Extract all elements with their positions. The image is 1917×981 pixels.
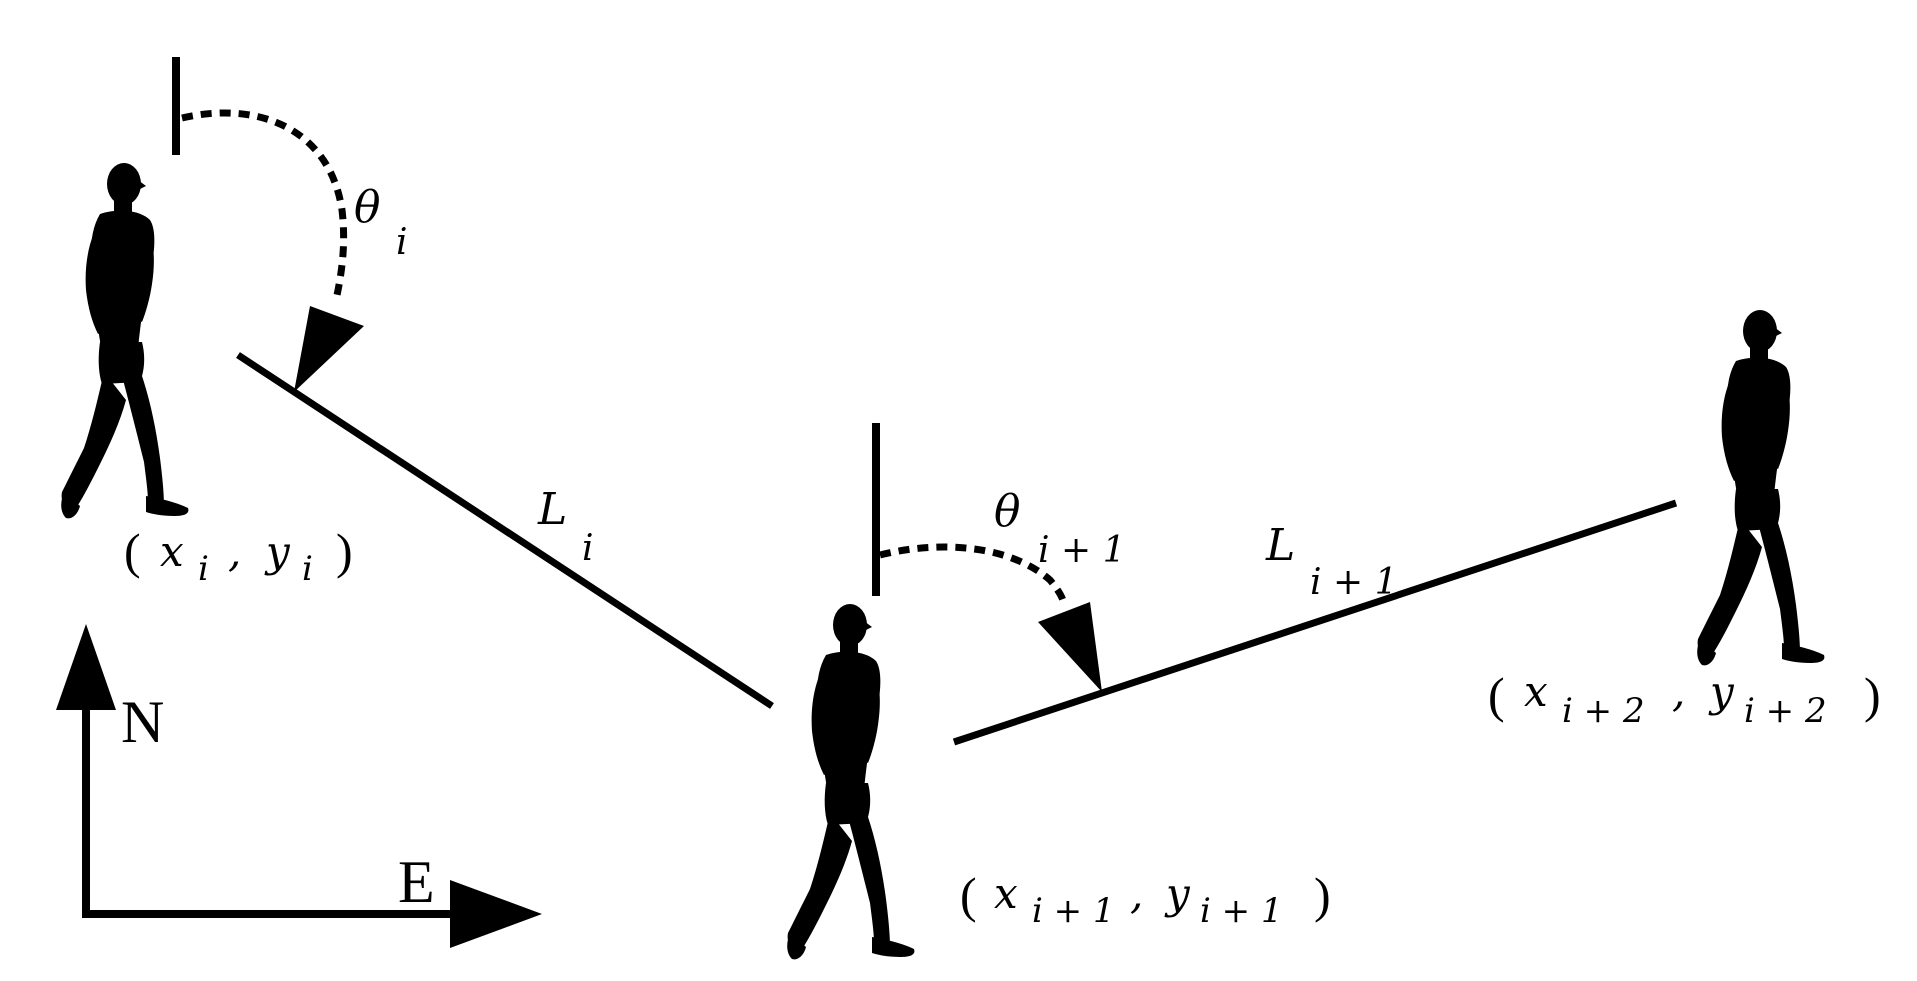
- path-segment-2: [952, 499, 1678, 746]
- heading-arc-1: [181, 109, 348, 301]
- svg-text:i + 1: i + 1: [1038, 530, 1125, 571]
- svg-text:x: x: [994, 869, 1018, 918]
- compass-east-label: E: [398, 849, 435, 915]
- svg-text:,: ,: [1130, 869, 1143, 918]
- heading-arc-2: [879, 543, 1068, 607]
- svg-text:i: i: [198, 549, 209, 589]
- svg-text:i + 1: i + 1: [1032, 891, 1115, 931]
- svg-text:i + 1: i + 1: [1310, 562, 1397, 603]
- position-label-3: ( x i + 2 , y i + 2 ): [1488, 667, 1881, 731]
- svg-text:θ: θ: [354, 182, 381, 233]
- svg-text:x: x: [160, 527, 184, 576]
- svg-text:): ): [1864, 667, 1881, 723]
- svg-text:i + 2: i + 2: [1562, 691, 1645, 731]
- svg-text:i: i: [396, 222, 408, 263]
- compass-north-label: N: [121, 689, 164, 755]
- compass: N E: [56, 624, 542, 948]
- compass-north-arrowhead: [56, 624, 116, 710]
- svg-text:,: ,: [1672, 667, 1685, 716]
- svg-text:i + 1: i + 1: [1200, 891, 1283, 931]
- position-label-2: ( x i + 1 , y i + 1 ): [960, 867, 1331, 931]
- svg-text:i: i: [582, 528, 594, 569]
- svg-text:y: y: [1708, 667, 1735, 716]
- svg-text:x: x: [1524, 667, 1548, 716]
- svg-text:L: L: [1265, 520, 1295, 571]
- compass-east-arrowhead: [450, 880, 542, 948]
- heading-arrowhead-2: [1038, 602, 1102, 692]
- path-segment-1: [236, 352, 774, 709]
- walker-3-silhouette: [1697, 310, 1825, 666]
- svg-text:): ): [1314, 867, 1331, 923]
- svg-text:i: i: [302, 549, 313, 589]
- svg-text:i + 2: i + 2: [1744, 691, 1827, 731]
- svg-text:θ: θ: [994, 486, 1021, 537]
- svg-text:(: (: [1488, 667, 1505, 723]
- svg-text:y: y: [1164, 869, 1191, 918]
- svg-text:y: y: [264, 527, 291, 576]
- svg-text:,: ,: [228, 527, 241, 576]
- walker-1-silhouette: [61, 163, 189, 519]
- svg-text:(: (: [124, 523, 141, 579]
- svg-text:): ): [336, 523, 353, 579]
- segment-label-1: L i: [537, 484, 594, 569]
- walker-2-silhouette: [787, 604, 915, 960]
- svg-text:(: (: [960, 867, 977, 923]
- heading-label-2: θ i + 1: [994, 486, 1125, 571]
- heading-label-1: θ i: [354, 182, 408, 263]
- position-label-1: ( x i , y i ): [124, 523, 353, 589]
- svg-text:L: L: [537, 484, 567, 535]
- segment-label-2: L i + 1: [1265, 520, 1397, 603]
- heading-arrowhead-1: [294, 306, 364, 392]
